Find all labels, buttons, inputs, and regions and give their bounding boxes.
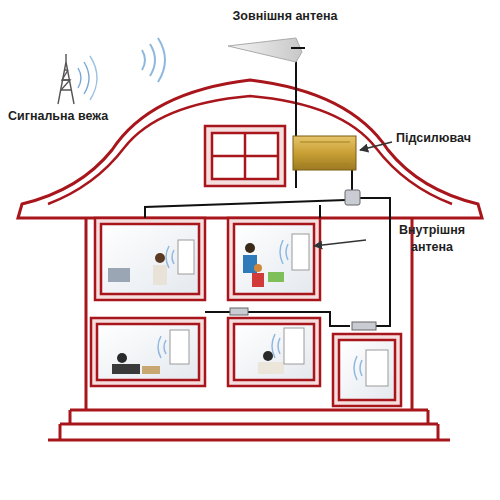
leader-lines bbox=[314, 142, 392, 246]
outdoor-antenna bbox=[228, 38, 305, 62]
people bbox=[108, 243, 284, 374]
cables bbox=[145, 40, 390, 326]
attic-window bbox=[205, 126, 285, 186]
indoor-antenna-label: Внутрішня антена bbox=[390, 222, 474, 256]
amplifier bbox=[293, 136, 356, 170]
tower-label: Сигнальна вежа bbox=[8, 108, 148, 125]
indoor-antennas bbox=[158, 234, 388, 386]
rooms bbox=[91, 218, 401, 406]
signal-waves bbox=[142, 38, 165, 82]
splitters bbox=[230, 190, 376, 330]
amplifier-label: Підсилювач bbox=[396, 130, 496, 147]
roof bbox=[18, 80, 482, 218]
signal-tower bbox=[58, 54, 97, 104]
antenna-label: Зовнішня антена bbox=[200, 8, 370, 25]
